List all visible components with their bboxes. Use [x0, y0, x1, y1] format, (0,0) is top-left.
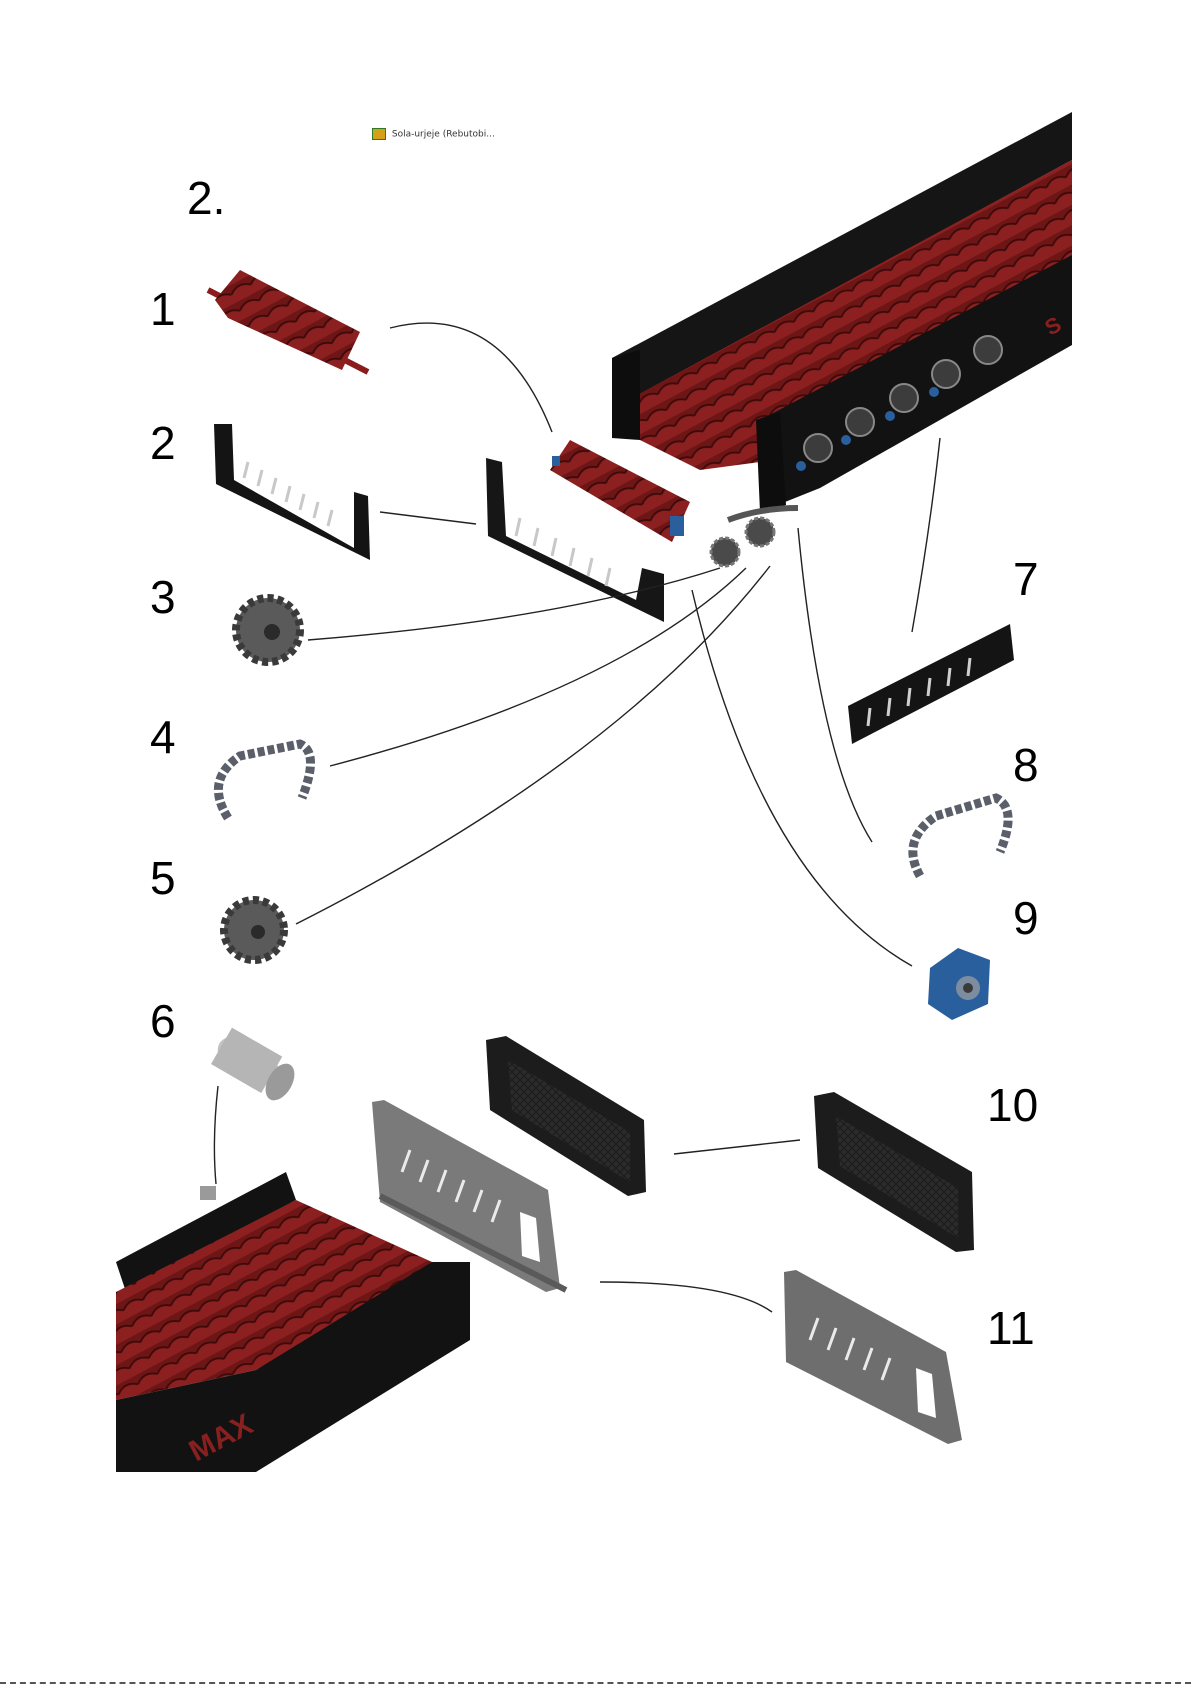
center-subassembly [486, 440, 690, 622]
leader-10 [674, 1140, 800, 1154]
part-3-sprocket [236, 598, 300, 662]
page-bottom-rule [0, 1682, 1191, 1684]
leader-6 [214, 1086, 218, 1184]
leader-9 [692, 590, 912, 966]
part-10-mesh-panel [814, 1092, 974, 1252]
part-8-chain [913, 798, 1008, 876]
small-bushing [200, 1186, 216, 1200]
part-7-bracket [848, 624, 1014, 744]
part-5-sprocket [224, 900, 284, 960]
part-2-side-plate [214, 424, 370, 560]
part-4-chain [218, 744, 310, 818]
drive-sprockets-assembly [711, 508, 798, 566]
leader-4 [330, 568, 746, 766]
leader-7 [912, 438, 940, 632]
part-1-roller [208, 270, 368, 372]
conveyor-end-frame [612, 350, 640, 440]
leader-8 [798, 528, 872, 842]
part-11-guard-plate [784, 1270, 962, 1444]
part-9-bearing [928, 948, 990, 1020]
leader-1 [390, 323, 552, 432]
main-conveyor: S [612, 112, 1072, 512]
leader-11 [600, 1282, 772, 1312]
leader-2 [380, 512, 476, 524]
